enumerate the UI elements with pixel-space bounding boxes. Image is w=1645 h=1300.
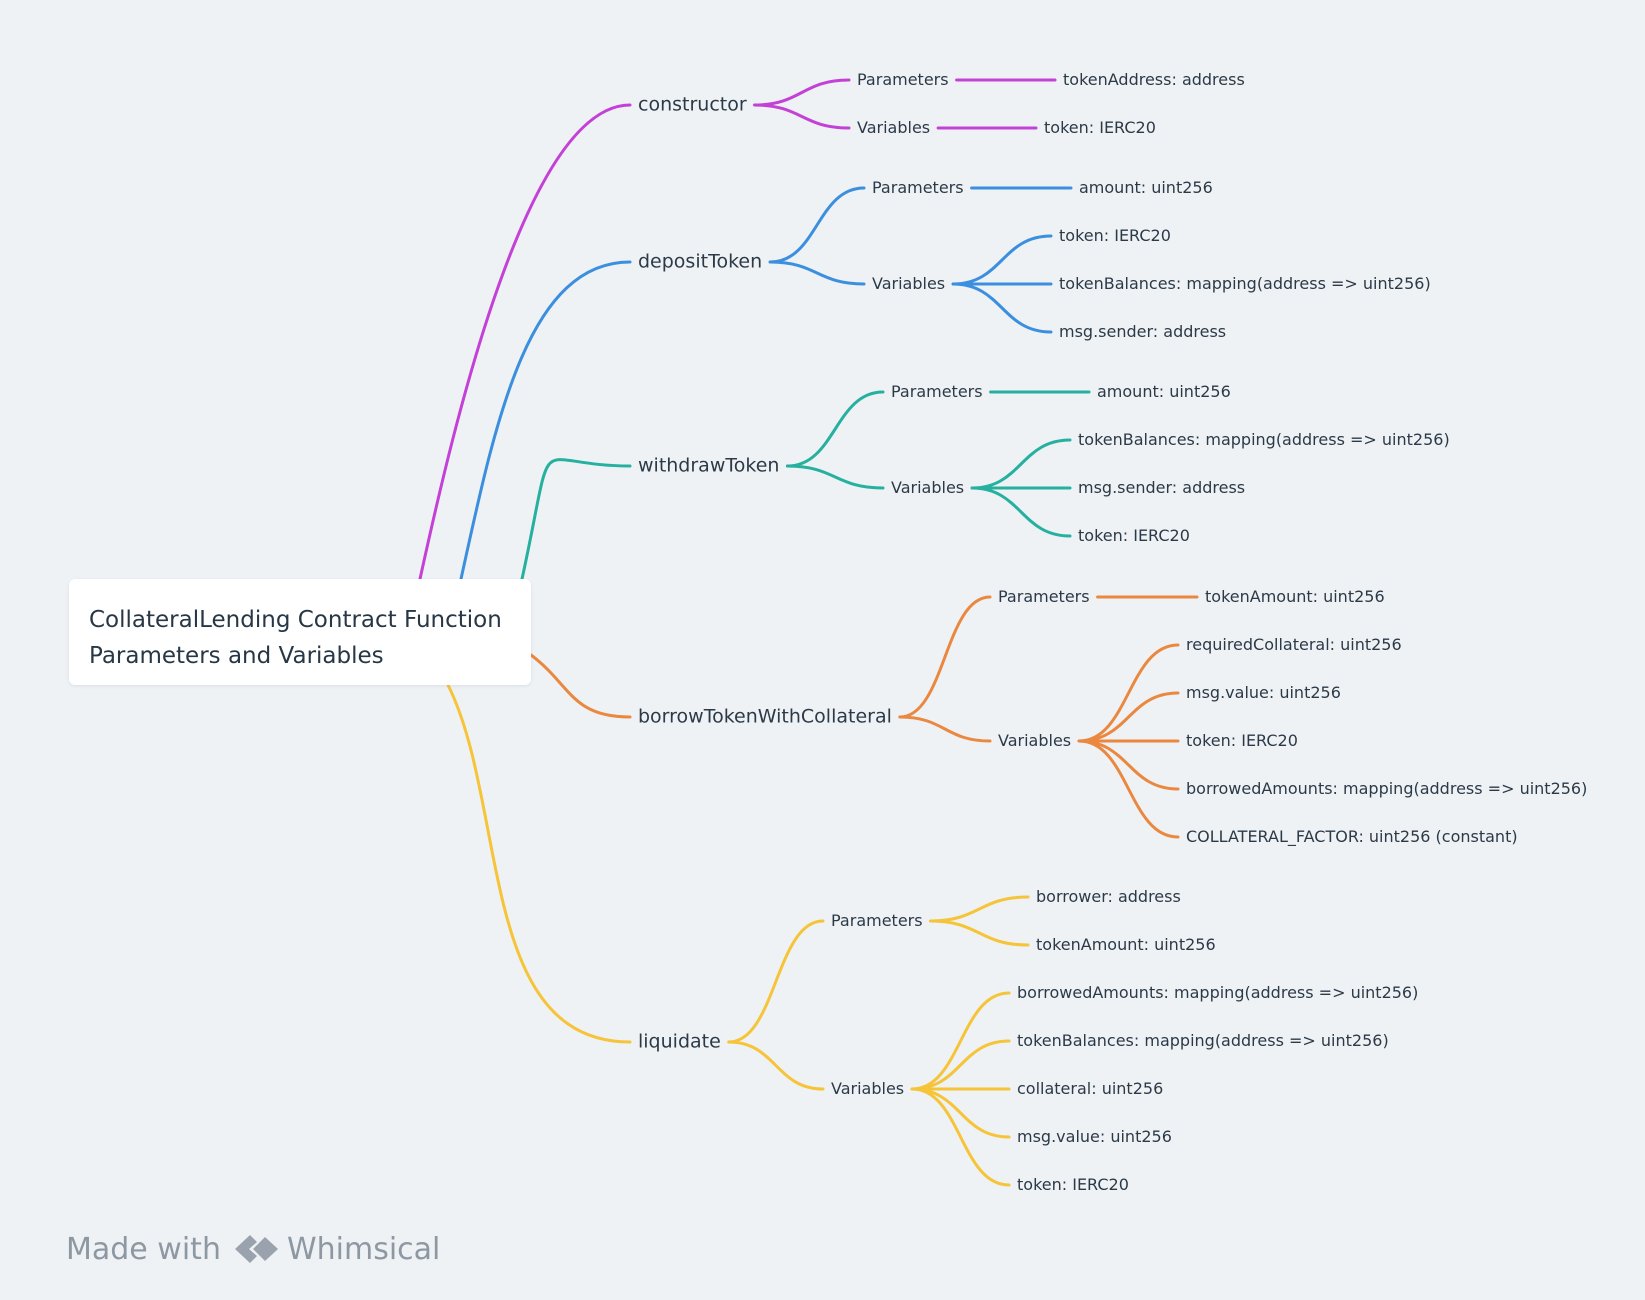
link-constructor-variables bbox=[753, 103, 851, 130]
watermark-brand: Whimsical bbox=[286, 1231, 441, 1267]
link-borrowtokenwithcollateral-variables-0 bbox=[1077, 643, 1180, 743]
link-withdrawtoken-parameters bbox=[785, 390, 885, 468]
link-liquidate-variables-4 bbox=[910, 1087, 1011, 1187]
link-borrowtokenwithcollateral-variables bbox=[898, 715, 992, 743]
link-liquidate-parameters-1 bbox=[929, 919, 1030, 947]
link-root-liquidate bbox=[446, 683, 632, 1044]
constructor-parameters-item[interactable]: tokenAddress: address bbox=[1063, 70, 1245, 89]
borrowtokenwithcollateral-variables-label[interactable]: Variables bbox=[998, 731, 1072, 750]
function-node-withdrawtoken[interactable]: withdrawToken bbox=[638, 454, 780, 477]
link-liquidate-variables-3 bbox=[910, 1087, 1011, 1139]
borrowtokenwithcollateral-variables-item[interactable]: msg.value: uint256 bbox=[1186, 683, 1341, 702]
borrowtokenwithcollateral-parameters-item[interactable]: tokenAmount: uint256 bbox=[1205, 587, 1385, 606]
liquidate-parameters-item[interactable]: borrower: address bbox=[1036, 887, 1181, 906]
link-liquidate-parameters bbox=[727, 919, 825, 1044]
root-title-line-2: Parameters and Variables bbox=[89, 643, 384, 669]
function-node-borrowtokenwithcollateral[interactable]: borrowTokenWithCollateral bbox=[638, 705, 892, 728]
link-borrowtokenwithcollateral-variables-3 bbox=[1077, 739, 1180, 791]
link-root-borrowtokenwithcollateral bbox=[529, 653, 632, 719]
link-deposittoken-parameters bbox=[768, 186, 866, 264]
liquidate-variables-item[interactable]: msg.value: uint256 bbox=[1017, 1127, 1172, 1146]
liquidate-variables-item[interactable]: tokenBalances: mapping(address => uint25… bbox=[1017, 1031, 1389, 1050]
deposittoken-variables-label[interactable]: Variables bbox=[872, 274, 946, 293]
function-node-liquidate[interactable]: liquidate bbox=[638, 1030, 721, 1053]
withdrawtoken-parameters-label[interactable]: Parameters bbox=[891, 382, 983, 401]
link-liquidate-variables bbox=[727, 1040, 825, 1091]
link-constructor-parameters bbox=[753, 78, 851, 107]
liquidate-variables-label[interactable]: Variables bbox=[831, 1079, 905, 1098]
borrowtokenwithcollateral-parameters-label[interactable]: Parameters bbox=[998, 587, 1090, 606]
link-root-withdrawtoken bbox=[520, 458, 632, 581]
link-withdrawtoken-variables bbox=[785, 464, 885, 490]
borrowtokenwithcollateral-variables-item[interactable]: COLLATERAL_FACTOR: uint256 (constant) bbox=[1186, 827, 1518, 846]
link-deposittoken-variables-2 bbox=[951, 282, 1053, 334]
link-borrowtokenwithcollateral-parameters bbox=[898, 595, 992, 719]
liquidate-variables-item[interactable]: borrowedAmounts: mapping(address => uint… bbox=[1017, 983, 1419, 1002]
function-node-deposittoken[interactable]: depositToken bbox=[638, 250, 763, 273]
deposittoken-variables-item[interactable]: tokenBalances: mapping(address => uint25… bbox=[1059, 274, 1431, 293]
withdrawtoken-variables-item[interactable]: tokenBalances: mapping(address => uint25… bbox=[1078, 430, 1450, 449]
constructor-variables-label[interactable]: Variables bbox=[857, 118, 931, 137]
made-with-watermark: Made with Whimsical bbox=[66, 1230, 440, 1268]
deposittoken-variables-item[interactable]: msg.sender: address bbox=[1059, 322, 1227, 341]
deposittoken-parameters-label[interactable]: Parameters bbox=[872, 178, 964, 197]
watermark-prefix: Made with bbox=[66, 1231, 221, 1267]
withdrawtoken-parameters-item[interactable]: amount: uint256 bbox=[1097, 382, 1231, 401]
link-withdrawtoken-variables-0 bbox=[970, 438, 1072, 490]
liquidate-parameters-item[interactable]: tokenAmount: uint256 bbox=[1036, 935, 1216, 954]
borrowtokenwithcollateral-variables-item[interactable]: requiredCollateral: uint256 bbox=[1186, 635, 1402, 654]
link-liquidate-variables-0 bbox=[910, 991, 1011, 1091]
borrowtokenwithcollateral-variables-item[interactable]: token: IERC20 bbox=[1186, 731, 1298, 750]
link-liquidate-parameters-0 bbox=[929, 895, 1030, 923]
withdrawtoken-variables-item[interactable]: token: IERC20 bbox=[1078, 526, 1190, 545]
liquidate-parameters-label[interactable]: Parameters bbox=[831, 911, 923, 930]
link-borrowtokenwithcollateral-variables-1 bbox=[1077, 691, 1180, 743]
liquidate-variables-item[interactable]: collateral: uint256 bbox=[1017, 1079, 1164, 1098]
borrowtokenwithcollateral-variables-item[interactable]: borrowedAmounts: mapping(address => uint… bbox=[1186, 779, 1588, 798]
withdrawtoken-variables-label[interactable]: Variables bbox=[891, 478, 965, 497]
root-node[interactable]: CollateralLending Contract Function Para… bbox=[69, 579, 531, 685]
constructor-variables-item[interactable]: token: IERC20 bbox=[1044, 118, 1156, 137]
link-root-constructor bbox=[418, 103, 632, 581]
link-liquidate-variables-1 bbox=[910, 1039, 1011, 1091]
constructor-parameters-label[interactable]: Parameters bbox=[857, 70, 949, 89]
withdrawtoken-variables-item[interactable]: msg.sender: address bbox=[1078, 478, 1246, 497]
deposittoken-parameters-item[interactable]: amount: uint256 bbox=[1079, 178, 1213, 197]
function-node-constructor[interactable]: constructor bbox=[638, 93, 747, 116]
root-title-line-1: CollateralLending Contract Function bbox=[89, 607, 502, 633]
deposittoken-variables-item[interactable]: token: IERC20 bbox=[1059, 226, 1171, 245]
link-root-deposittoken bbox=[459, 260, 632, 581]
link-borrowtokenwithcollateral-variables-4 bbox=[1077, 739, 1180, 839]
link-withdrawtoken-variables-2 bbox=[970, 486, 1072, 538]
link-deposittoken-variables bbox=[768, 260, 866, 286]
liquidate-variables-item[interactable]: token: IERC20 bbox=[1017, 1175, 1129, 1194]
link-deposittoken-variables-0 bbox=[951, 234, 1053, 286]
whimsical-logo-icon bbox=[234, 1235, 278, 1263]
